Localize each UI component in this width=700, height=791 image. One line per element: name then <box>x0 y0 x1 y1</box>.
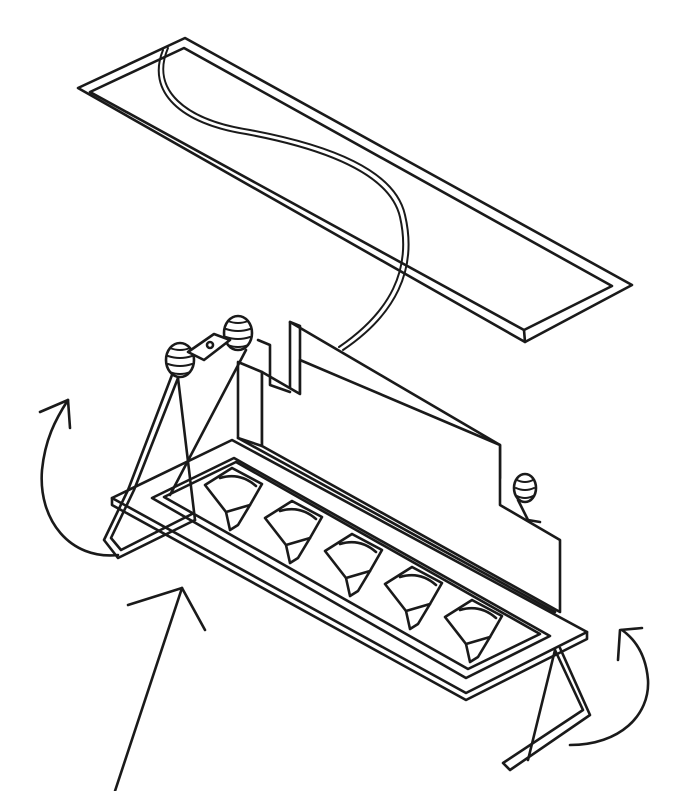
spring-clip-left-icon <box>102 314 254 560</box>
rotation-arrow-icon <box>568 626 650 747</box>
lamp-cell-icon <box>263 499 324 565</box>
lamp-cell-icon <box>323 532 384 598</box>
lamp-cell-icon <box>383 565 444 631</box>
rotation-arrow-icon <box>38 398 120 557</box>
power-cable-icon <box>157 47 410 351</box>
insertion-arrow-icon <box>113 586 207 791</box>
spring-clip-right-icon <box>501 472 592 772</box>
torsion-spring-icon <box>512 472 542 524</box>
fixture-housing-icon <box>236 320 562 614</box>
ceiling-cutout-icon <box>76 36 634 344</box>
lamp-cell-icon <box>203 466 264 532</box>
torsion-spring-icon <box>164 314 254 379</box>
lamp-cell-icon <box>443 598 504 664</box>
lamp-cells <box>203 466 504 664</box>
